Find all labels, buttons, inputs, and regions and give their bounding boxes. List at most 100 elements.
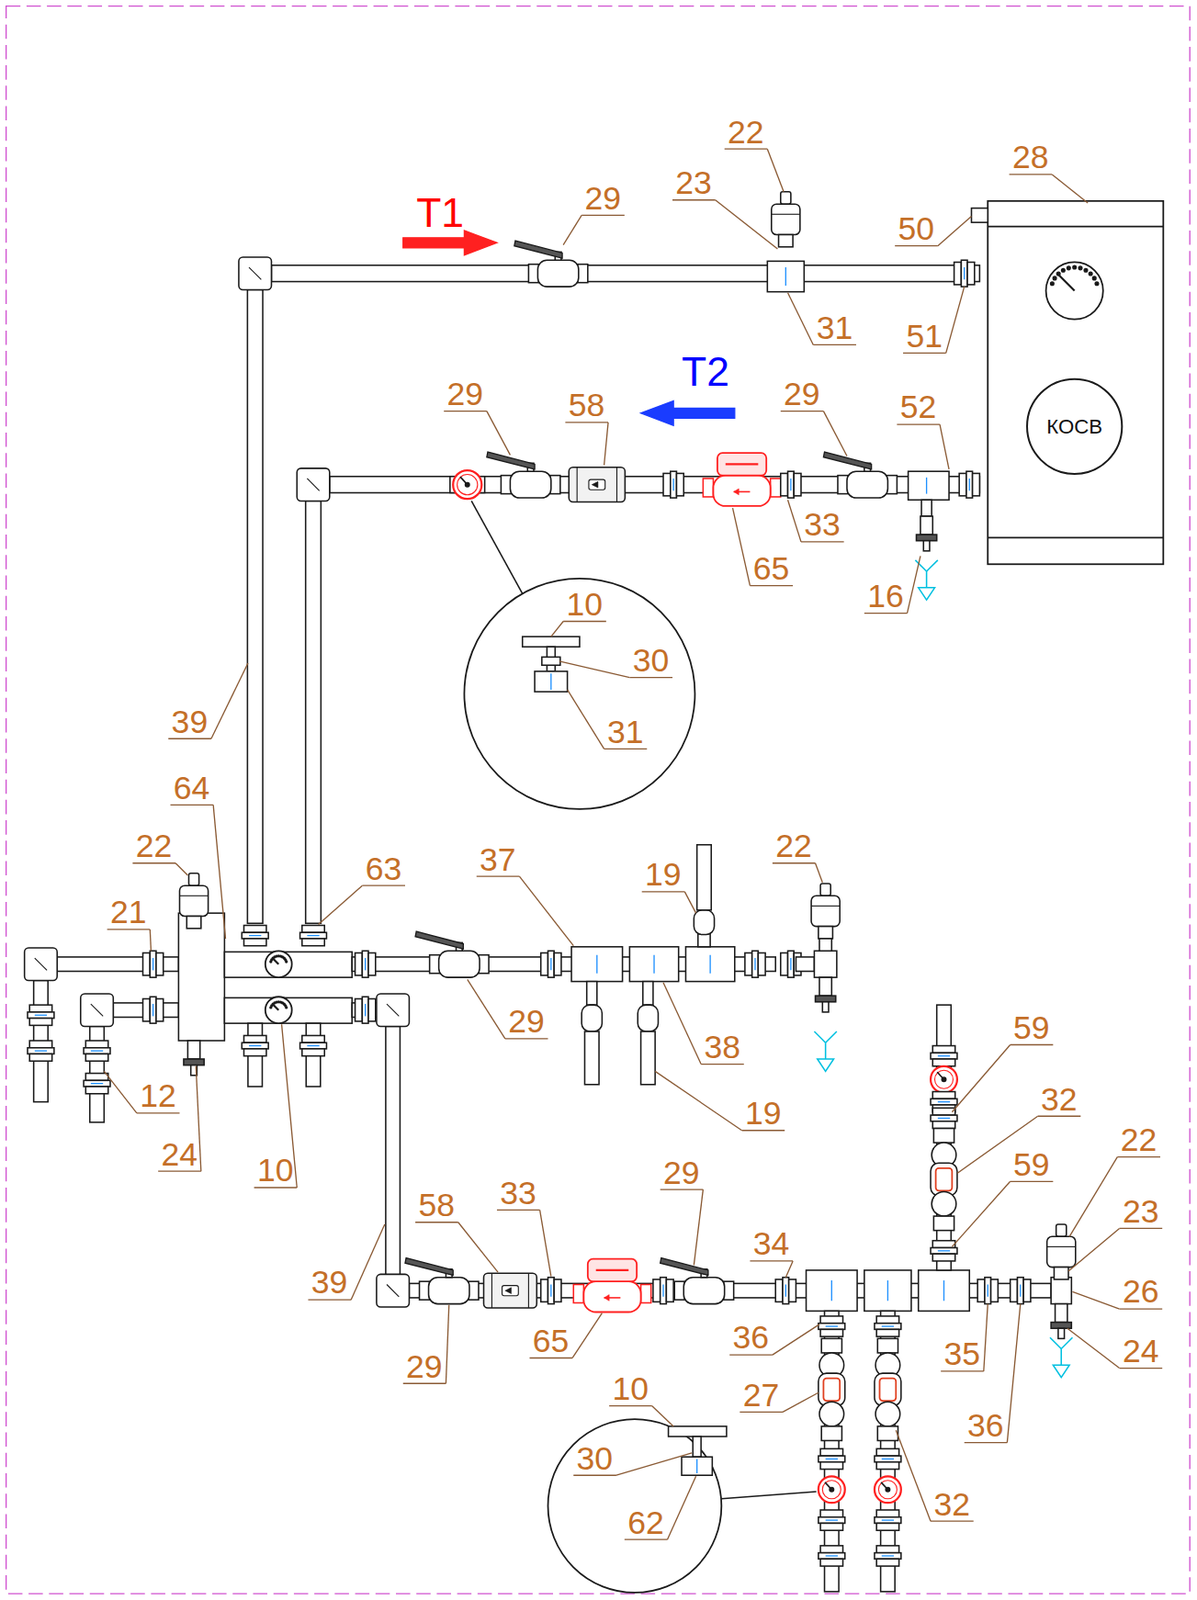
union-nut [820, 1510, 843, 1518]
elbow-fitting [238, 257, 272, 291]
union-nut [243, 938, 266, 947]
water-meter-body [712, 475, 770, 507]
thermometer-ring [878, 1480, 897, 1500]
axis-mark [937, 1101, 950, 1103]
callout-underline [964, 1442, 1008, 1444]
leader-line [907, 555, 921, 613]
callout-underline [903, 352, 947, 354]
thermometer-nut [542, 656, 561, 666]
callout-underline [624, 1539, 668, 1541]
dial-tick [1067, 266, 1072, 271]
boiler-label-circle: КОСВ [1025, 377, 1124, 476]
callout-underline [772, 862, 816, 864]
dial-tick [1050, 282, 1055, 286]
union-nut [876, 1448, 899, 1457]
callout-number: 31 [607, 715, 644, 749]
leader-line [213, 804, 226, 939]
leader-line [895, 1430, 931, 1522]
axis-mark [790, 958, 791, 971]
callout-number: 22 [775, 829, 813, 863]
union-nut [757, 952, 766, 975]
callout-number: 29 [663, 1156, 701, 1190]
callout-underline [642, 891, 686, 893]
thermometer-stem [692, 1436, 701, 1457]
drain-valve-handle [183, 1059, 204, 1066]
axis-mark [825, 1458, 838, 1460]
callout-number: 62 [627, 1506, 665, 1540]
air-vent-nipple [819, 938, 832, 951]
callout-number: 19 [745, 1096, 782, 1130]
leader-line [318, 885, 363, 925]
valve-lever [514, 240, 563, 259]
union-nut [932, 1059, 955, 1067]
union-nut [874, 1517, 902, 1525]
union-nut [27, 1048, 55, 1055]
callout-underline [170, 804, 215, 806]
tee-fitting [813, 950, 836, 978]
union-nut [820, 1558, 843, 1567]
leader-line [983, 1304, 988, 1372]
elbow-mark [248, 267, 261, 280]
union-nut [752, 950, 759, 978]
leader-line [815, 863, 824, 883]
union-nut [932, 1046, 955, 1054]
strainer-line [528, 1273, 530, 1309]
union-nut [83, 1048, 111, 1055]
union-nut [660, 1277, 667, 1305]
drain-nozzle [923, 541, 930, 552]
drain-symbol [813, 1031, 825, 1043]
flow-label: T1 [416, 191, 464, 233]
callout-number: 29 [508, 1005, 545, 1039]
distribution-block [629, 947, 678, 983]
air-vent-cap [188, 873, 199, 886]
drain-symbol [1050, 1337, 1062, 1349]
valve-nipple [698, 933, 711, 947]
union-nut [243, 925, 266, 933]
air-vent-nipple [779, 234, 794, 247]
leader-line [788, 499, 802, 543]
union-nut [85, 1073, 108, 1082]
valve-lever [415, 931, 463, 949]
callout-underline [1009, 173, 1053, 175]
callout-number: 24 [161, 1138, 199, 1172]
valve-lever [697, 845, 712, 911]
axis-mark [887, 1280, 889, 1301]
callout-underline [896, 423, 940, 425]
axis-mark [306, 935, 319, 937]
union-nut [541, 952, 549, 975]
callout-number: 34 [753, 1227, 791, 1261]
union-nut [302, 1049, 325, 1057]
meter-port [770, 478, 781, 497]
dial-tick [1078, 266, 1083, 271]
leader-line [767, 148, 784, 192]
union-nut [241, 932, 269, 939]
ball-valve-body [683, 1277, 724, 1305]
dial-pin [941, 1077, 946, 1082]
air-vent-body [771, 203, 801, 235]
leader-line [559, 661, 631, 678]
axis-mark [152, 1004, 154, 1017]
callout-underline [742, 1129, 786, 1131]
union-nut [29, 1018, 52, 1027]
leader-line [937, 215, 972, 246]
callout-underline [307, 1298, 351, 1300]
strainer-arrow [591, 481, 599, 488]
callout-underline [573, 1475, 617, 1477]
leader-line [684, 892, 696, 914]
valve-insert [823, 1378, 840, 1401]
axis-mark [248, 1045, 261, 1047]
drain-valve-body [920, 516, 933, 535]
callout-underline [107, 928, 151, 930]
dial-tick [1095, 282, 1099, 286]
union-nut [876, 1329, 899, 1337]
leader-line [951, 1181, 1010, 1247]
union-nut [143, 998, 151, 1021]
callout-underline [749, 1260, 793, 1262]
valve-nut [821, 1426, 842, 1442]
union-nut [820, 1462, 843, 1470]
axis-mark [34, 1015, 47, 1017]
drain-valve-body [187, 1040, 200, 1060]
axis-mark [825, 1325, 838, 1327]
axis-mark [364, 958, 366, 971]
callout-number: 30 [632, 643, 670, 678]
